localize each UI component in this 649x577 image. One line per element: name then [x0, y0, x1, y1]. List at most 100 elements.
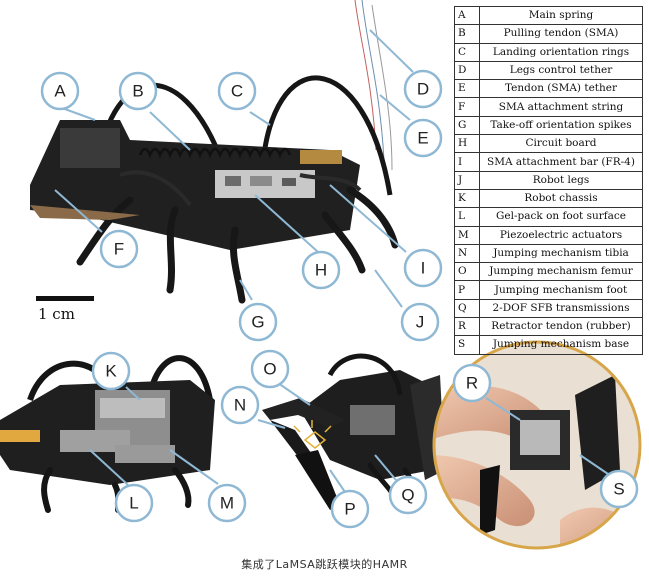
- legend-label: Circuit board: [479, 134, 643, 154]
- callout-S-label: S: [613, 480, 624, 499]
- callout-H-label: H: [315, 261, 327, 280]
- legend-label: SMA attachment string: [479, 97, 643, 117]
- callout-M: M: [207, 483, 247, 523]
- figure-caption: 集成了LaMSA跳跃模块的HAMR: [241, 558, 408, 571]
- legend-label: Robot chassis: [479, 188, 643, 209]
- callout-N: N: [220, 385, 260, 425]
- callout-C-label: C: [231, 82, 243, 101]
- chassis-illustration: [0, 355, 215, 513]
- callout-S: S: [599, 469, 639, 509]
- callout-R-label: R: [466, 374, 478, 393]
- legend-key: L: [454, 207, 480, 227]
- legend-label: Tendon (SMA) tether: [479, 79, 643, 99]
- callout-B-label: B: [132, 82, 143, 101]
- legend-key: H: [454, 134, 480, 154]
- callout-H: H: [301, 250, 341, 290]
- legend-key: D: [454, 60, 480, 81]
- callout-A: A: [40, 71, 80, 111]
- legend-label: Retractor tendon (rubber): [479, 317, 643, 337]
- callout-M-label: M: [220, 494, 234, 513]
- callout-N-label: N: [234, 396, 246, 415]
- callout-Q: Q: [388, 475, 428, 515]
- legend-label: Jumping mechanism foot: [479, 280, 643, 300]
- legend-key: P: [454, 280, 480, 300]
- callout-J: J: [400, 302, 440, 342]
- leader-lines: [54, 29, 609, 493]
- scale-bar: [36, 296, 94, 301]
- legend-label: Jumping mechanism femur: [479, 262, 643, 282]
- legend-key: E: [454, 79, 480, 99]
- legend-label: Jumping mechanism base: [479, 335, 643, 355]
- legend-key: Q: [454, 298, 480, 319]
- callout-B: B: [118, 71, 158, 111]
- callout-L-label: L: [129, 494, 138, 513]
- legend-key: A: [454, 5, 480, 26]
- callout-K: K: [91, 351, 131, 391]
- legend-key: B: [454, 24, 480, 44]
- callout-D: D: [403, 69, 443, 109]
- legend-label: Gel-pack on foot surface: [479, 207, 643, 227]
- callout-F: F: [99, 229, 139, 269]
- callout-F-label: F: [114, 240, 124, 259]
- legend-key: C: [454, 42, 480, 62]
- legend-label: Take-off orientation spikes: [479, 115, 643, 136]
- legend-label: Piezoelectric actuators: [479, 225, 643, 245]
- callout-O-label: O: [263, 360, 276, 379]
- callout-G-label: G: [251, 313, 264, 332]
- legend-key: M: [454, 225, 480, 245]
- legend-label: Pulling tendon (SMA): [479, 24, 643, 44]
- legend-key: K: [454, 188, 480, 209]
- legend-key: G: [454, 115, 480, 136]
- legend-label: Robot legs: [479, 170, 643, 190]
- legend-key: O: [454, 262, 480, 282]
- callout-D-label: D: [417, 80, 429, 99]
- callout-E: E: [403, 118, 443, 158]
- legend-label: SMA attachment bar (FR-4): [479, 152, 643, 172]
- scale-label: 1 cm: [38, 305, 75, 323]
- callout-E-label: E: [417, 129, 428, 148]
- legend-label: Landing orientation rings: [479, 42, 643, 62]
- legend-key: N: [454, 243, 480, 264]
- callout-G: G: [238, 302, 278, 342]
- callout-R: R: [452, 363, 492, 403]
- callout-P-label: P: [344, 500, 355, 519]
- callout-O: O: [250, 349, 290, 389]
- callout-I-label: I: [421, 259, 426, 278]
- legend-key: J: [454, 170, 480, 190]
- callout-L: L: [114, 483, 154, 523]
- legend-key: S: [454, 335, 480, 355]
- legend-key: I: [454, 152, 480, 172]
- callout-Q-label: Q: [401, 486, 414, 505]
- callout-A-label: A: [54, 82, 66, 101]
- callout-I: I: [403, 248, 443, 288]
- callout-P: P: [330, 489, 370, 529]
- legend-key: F: [454, 97, 480, 117]
- legend-key: R: [454, 317, 480, 337]
- legend-label: Main spring: [479, 5, 643, 26]
- jumping-mechanism-illustration: [262, 353, 445, 510]
- legend-label: 2-DOF SFB transmissions: [479, 298, 643, 319]
- legend-label: Jumping mechanism tibia: [479, 243, 643, 264]
- legend-label: Legs control tether: [479, 60, 643, 81]
